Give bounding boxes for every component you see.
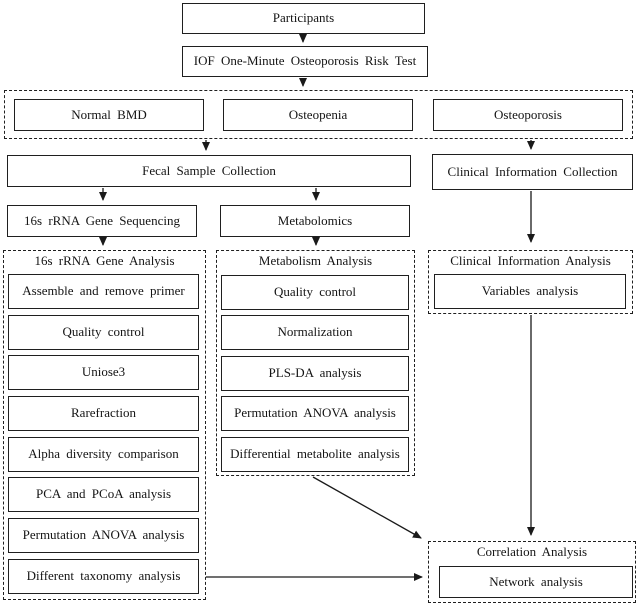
rrna-step-box: Assemble and remove primer (8, 274, 199, 309)
clinical-collection-box: Clinical Information Collection (432, 154, 633, 190)
metabolism-step-box: Quality control (221, 275, 409, 310)
rrna-sequencing-box: 16s rRNA Gene Sequencing (7, 205, 197, 237)
normal-bmd-box: Normal BMD (14, 99, 204, 131)
metabolomics-box: Metabolomics (220, 205, 410, 237)
metabolism-analysis-title: Metabolism Analysis (258, 253, 373, 268)
risk-test-box: IOF One-Minute Osteoporosis Risk Test (182, 46, 428, 77)
rrna-step-box: Alpha diversity comparison (8, 437, 199, 472)
rrna-step-box: Permutation ANOVA analysis (8, 518, 199, 553)
metabolism-step-box: PLS-DA analysis (221, 356, 409, 391)
metabolism-step-box: Differential metabolite analysis (221, 437, 409, 472)
metabolism-step-box: Permutation ANOVA analysis (221, 396, 409, 431)
rrna-step-box: Quality control (8, 315, 199, 350)
rrna-step-box: PCA and PCoA analysis (8, 477, 199, 512)
clinical-analysis-panel: Clinical Information Analysis Variables … (428, 250, 633, 314)
rrna-step-box: Different taxonomy analysis (8, 559, 199, 594)
correlation-analysis-panel: Correlation Analysis Network analysis (428, 541, 636, 603)
variables-analysis-box: Variables analysis (434, 274, 626, 309)
rrna-analysis-panel: 16s rRNA Gene Analysis Assemble and remo… (3, 250, 206, 600)
arrow-metabolism-to-correlation (312, 476, 422, 539)
network-analysis-box: Network analysis (439, 566, 633, 598)
rrna-step-box: Rarefraction (8, 396, 199, 431)
rrna-step-box: Uniose3 (8, 355, 199, 390)
rrna-analysis-title: 16s rRNA Gene Analysis (34, 253, 175, 268)
metabolism-analysis-panel: Metabolism Analysis Quality control Norm… (216, 250, 415, 476)
osteopenia-box: Osteopenia (223, 99, 413, 131)
fecal-collection-box: Fecal Sample Collection (7, 155, 411, 187)
metabolism-step-box: Normalization (221, 315, 409, 350)
bmd-groups-panel: Normal BMD Osteopenia Osteoporosis (4, 90, 633, 139)
participants-box: Participants (182, 3, 425, 34)
correlation-analysis-title: Correlation Analysis (476, 544, 588, 559)
clinical-analysis-title: Clinical Information Analysis (450, 253, 611, 268)
osteoporosis-box: Osteoporosis (433, 99, 623, 131)
